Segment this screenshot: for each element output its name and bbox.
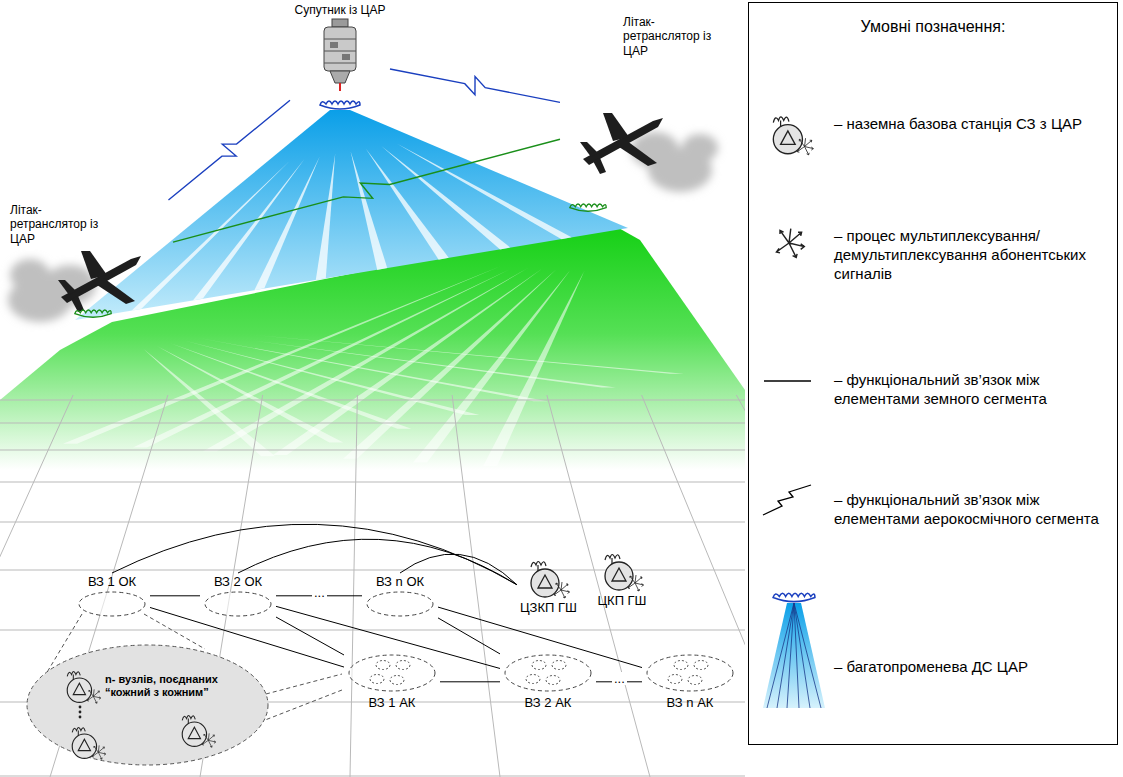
- node-label: ЦКП ГШ: [597, 593, 646, 609]
- node-label: Супутник із ЦАР: [295, 3, 386, 17]
- legend-text: – функціональний зв’язок між елементами …: [834, 371, 1109, 409]
- connector-line: [173, 139, 560, 242]
- node-label: ВЗ 1 АК: [369, 695, 416, 711]
- node-label: ВЗ n АК: [667, 695, 714, 711]
- node-label: ЦЗКП ГШ: [520, 600, 577, 616]
- connector-line: [112, 524, 517, 585]
- edge-label: ...: [612, 672, 627, 685]
- legend-text: – процес мультиплексування/ демультиплек…: [834, 227, 1109, 283]
- aircraft-node: Літак-ретранслятор із ЦАР: [8, 200, 173, 328]
- connector-line: [390, 69, 560, 102]
- node-label: ВЗ 2 АК: [525, 695, 572, 711]
- node-label: ВЗ 1 ОК: [88, 574, 136, 590]
- callout-ellipse: n- вузлів, поєднаних “кожний з кожним”: [25, 643, 270, 767]
- zone-ellipse: [203, 590, 273, 618]
- node-zone: ВЗ 1 АК: [344, 652, 440, 712]
- zone-ellipse: [347, 653, 437, 693]
- aircraft-node: Літак-ретранслятор із ЦАР: [560, 12, 720, 224]
- connector-line: [438, 618, 500, 654]
- zone-ellipse: [645, 653, 735, 693]
- connector-line: [440, 681, 500, 682]
- connector-line: [150, 595, 200, 596]
- satellite-icon: [290, 17, 390, 115]
- legend-heading: Умовні позначення:: [749, 17, 1117, 36]
- base-station-icon: [596, 547, 648, 593]
- node-zone: ВЗ n АК: [642, 652, 738, 712]
- zone-ellipse: [77, 590, 147, 618]
- legend-box: Умовні позначення: – наземна базова станц…: [748, 2, 1118, 745]
- zone-ellipse: [503, 653, 593, 693]
- legend-text: – наземна базова станція СЗ з ЦАР: [834, 115, 1109, 134]
- command-post-node: ЦКП ГШ: [593, 546, 651, 610]
- node-label: ВЗ 2 ОК: [214, 574, 262, 590]
- connector-line: [168, 100, 290, 200]
- legend-text: – функціональний зв’язок між елементами …: [834, 491, 1109, 529]
- node-zone: ВЗ 2 АК: [500, 652, 596, 712]
- node-zone: ВЗ 1 ОК: [74, 573, 150, 619]
- legend-text: – багатопроменева ДС ЦАР: [834, 658, 1109, 677]
- callout-shape: [25, 643, 270, 767]
- node-label: Літак-ретранслятор із ЦАР: [623, 15, 718, 58]
- node-label: n- вузлів, поєднаних “кожний з кожним”: [105, 673, 245, 699]
- node-label: Літак-ретранслятор із ЦАР: [10, 203, 105, 246]
- node-zone: ВЗ 2 ОК: [200, 573, 276, 619]
- satellite-node: Супутник із ЦАР: [290, 2, 390, 116]
- zone-ellipse: [365, 590, 435, 618]
- edge-label: ...: [312, 586, 327, 599]
- command-post-node: ЦЗКП ГШ: [517, 553, 580, 617]
- node-label: ВЗ n ОК: [376, 574, 424, 590]
- node-zone: ВЗ n ОК: [362, 573, 438, 619]
- base-station-icon: [522, 554, 574, 600]
